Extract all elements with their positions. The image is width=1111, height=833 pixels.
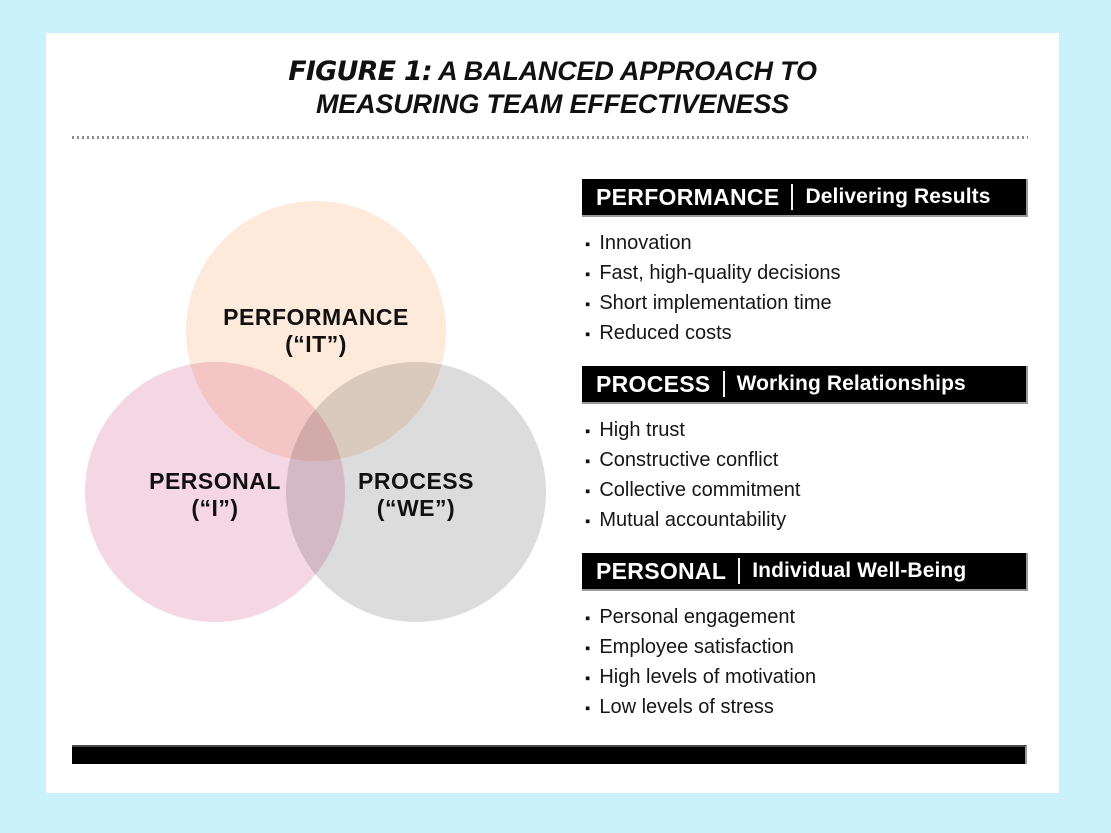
bullet-square-icon: ▪ — [585, 670, 591, 687]
list-item: ▪ High trust — [585, 416, 1028, 446]
list-item: ▪ Short implementation time — [585, 289, 1028, 319]
venn-label-process-title: PROCESS — [358, 468, 474, 494]
bullet-list: ▪ Personal engagement ▪ Employee satisfact… — [582, 603, 1028, 723]
venn-label-performance-title: PERFORMANCE — [223, 304, 409, 330]
venn-label-performance-sub: (“IT”) — [285, 331, 347, 357]
section-performance: PERFORMANCE Delivering Results ▪ Innovati… — [582, 179, 1028, 349]
list-item: ▪ Constructive conflict — [585, 446, 1028, 476]
figure-title-line-2: MEASURING TEAM EFFECTIVENESS — [316, 89, 789, 119]
section-subtitle: Delivering Results — [805, 185, 991, 208]
bullet-list: ▪ Innovation ▪ Fast, high-quality decision… — [582, 229, 1028, 349]
header-divider-line — [791, 184, 794, 210]
list-item-text: Low levels of stress — [599, 696, 774, 718]
venn-label-personal-sub: (“I”) — [191, 495, 239, 521]
venn-diagram: PERFORMANCE (“IT”) PERSONAL (“I”) PROCES… — [46, 33, 1059, 793]
list-item: ▪ Employee satisfaction — [585, 633, 1028, 663]
bullet-square-icon: ▪ — [585, 610, 591, 627]
section-subtitle: Working Relationships — [736, 372, 966, 395]
bullet-square-icon: ▪ — [585, 483, 591, 500]
list-item: ▪ Mutual accountability — [585, 506, 1028, 536]
bullet-square-icon: ▪ — [585, 453, 591, 470]
list-item: ▪ Reduced costs — [585, 319, 1028, 349]
section-subtitle: Individual Well-Being — [752, 559, 967, 582]
figure-title-text: A BALANCED APPROACH TO — [431, 56, 817, 86]
list-item-text: Short implementation time — [599, 292, 832, 314]
list-item: ▪ Collective commitment — [585, 476, 1028, 506]
bullet-list: ▪ High trust ▪ Constructive conflict ▪ Coll… — [582, 416, 1028, 536]
list-item-text: Employee satisfaction — [599, 636, 794, 658]
bottom-bar — [72, 745, 1027, 764]
list-item-text: High levels of motivation — [599, 666, 817, 688]
info-panel: PERFORMANCE Delivering Results ▪ Innovati… — [582, 179, 1028, 740]
circle-process — [286, 362, 546, 622]
section-performance-header: PERFORMANCE Delivering Results — [582, 179, 1028, 217]
section-personal-header: PERSONAL Individual Well-Being — [582, 553, 1028, 591]
list-item: ▪ Personal engagement — [585, 603, 1028, 633]
venn-label-process: PROCESS (“WE”) — [358, 468, 474, 522]
venn-label-performance: PERFORMANCE (“IT”) — [223, 304, 409, 358]
list-item: ▪ High levels of motivation — [585, 663, 1028, 693]
venn-label-personal-title: PERSONAL — [149, 468, 281, 494]
section-label: PERSONAL — [596, 557, 727, 584]
bullet-square-icon: ▪ — [585, 423, 591, 440]
section-label: PERFORMANCE — [596, 183, 780, 210]
bullet-square-icon: ▪ — [585, 296, 591, 313]
figure-card: FIGURE 1: A BALANCED APPROACH TO MEASURI… — [46, 33, 1059, 793]
list-item-text: Constructive conflict — [599, 449, 779, 471]
list-item: ▪ Low levels of stress — [585, 693, 1028, 723]
bullet-square-icon: ▪ — [585, 513, 591, 530]
section-process-header: PROCESS Working Relationships — [582, 366, 1028, 404]
figure-number-label: FIGURE 1: — [288, 56, 432, 87]
list-item-text: Innovation — [599, 232, 692, 254]
list-item-text: Fast, high-quality decisions — [599, 262, 841, 284]
bullet-square-icon: ▪ — [585, 700, 591, 717]
bullet-square-icon: ▪ — [585, 640, 591, 657]
figure-title-line-1: FIGURE 1: A BALANCED APPROACH TO — [46, 55, 1059, 88]
bullet-square-icon: ▪ — [585, 236, 591, 253]
section-personal: PERSONAL Individual Well-Being ▪ Personal… — [582, 553, 1028, 723]
list-item-text: Collective commitment — [599, 479, 801, 501]
dotted-divider — [72, 136, 1028, 139]
venn-label-process-sub: (“WE”) — [376, 495, 456, 521]
list-item-text: High trust — [599, 419, 685, 441]
figure-title: FIGURE 1: A BALANCED APPROACH TO MEASURI… — [46, 55, 1059, 121]
list-item-text: Reduced costs — [599, 322, 732, 344]
list-item: ▪ Fast, high-quality decisions — [585, 259, 1028, 289]
section-label: PROCESS — [596, 370, 711, 397]
header-divider-line — [722, 371, 725, 397]
bullet-square-icon: ▪ — [585, 266, 591, 283]
venn-label-personal: PERSONAL (“I”) — [149, 468, 281, 522]
list-item-text: Personal engagement — [599, 606, 796, 628]
list-item: ▪ Innovation — [585, 229, 1028, 259]
list-item-text: Mutual accountability — [599, 509, 787, 531]
venn-circles-layer — [46, 33, 1059, 793]
section-process: PROCESS Working Relationships ▪ High trus… — [582, 366, 1028, 536]
bullet-square-icon: ▪ — [585, 326, 591, 343]
header-divider-line — [738, 558, 741, 584]
